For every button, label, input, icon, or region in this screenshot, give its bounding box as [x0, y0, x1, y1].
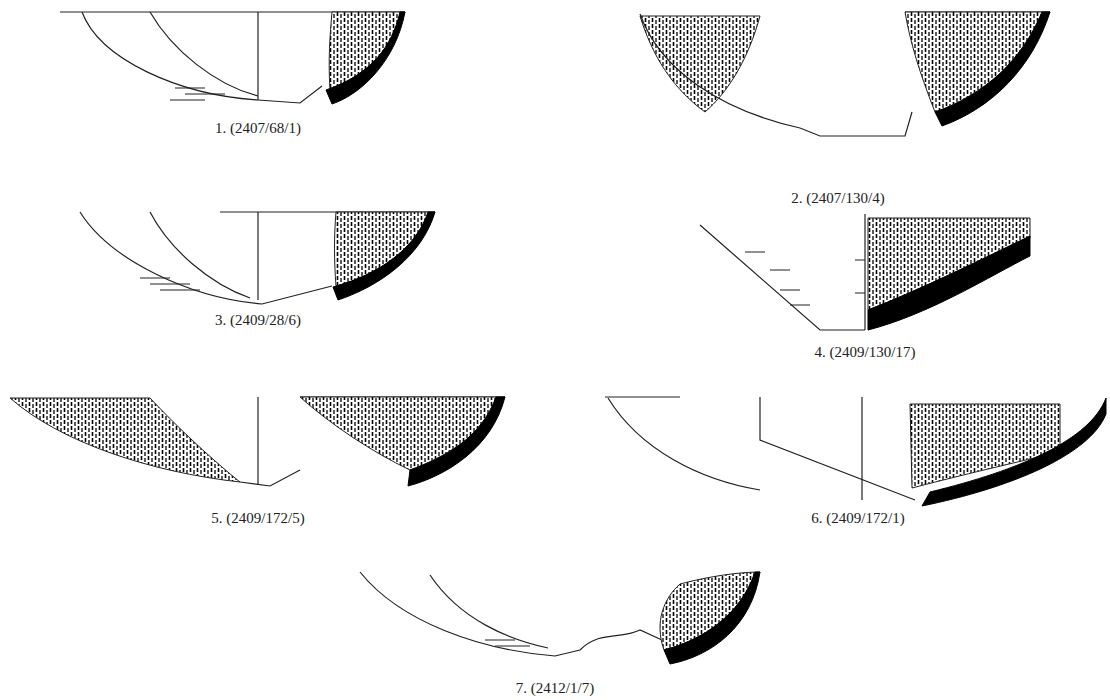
catalogue-number: 5. (2409/172/5): [208, 509, 307, 527]
vessel-profile: [10, 397, 505, 486]
vessel-profile: [640, 12, 1050, 136]
vessel-profile: [360, 572, 760, 664]
catalogue-number: 4. (2409/130/17): [812, 343, 919, 361]
catalogue-number: 7. (2412/1/7): [513, 679, 597, 697]
vessel-profile: [60, 12, 405, 104]
catalogue-number: 2. (2407/130/4): [788, 189, 887, 207]
vessel-profile: [80, 212, 435, 304]
catalogue-number: 1. (2407/68/1): [212, 119, 304, 137]
catalogue-number: 3. (2409/28/6): [212, 311, 304, 329]
vessel-profile: [700, 214, 1030, 330]
catalogue-number: 6. (2409/172/1): [808, 509, 907, 527]
vessel-profile: [605, 397, 1106, 506]
